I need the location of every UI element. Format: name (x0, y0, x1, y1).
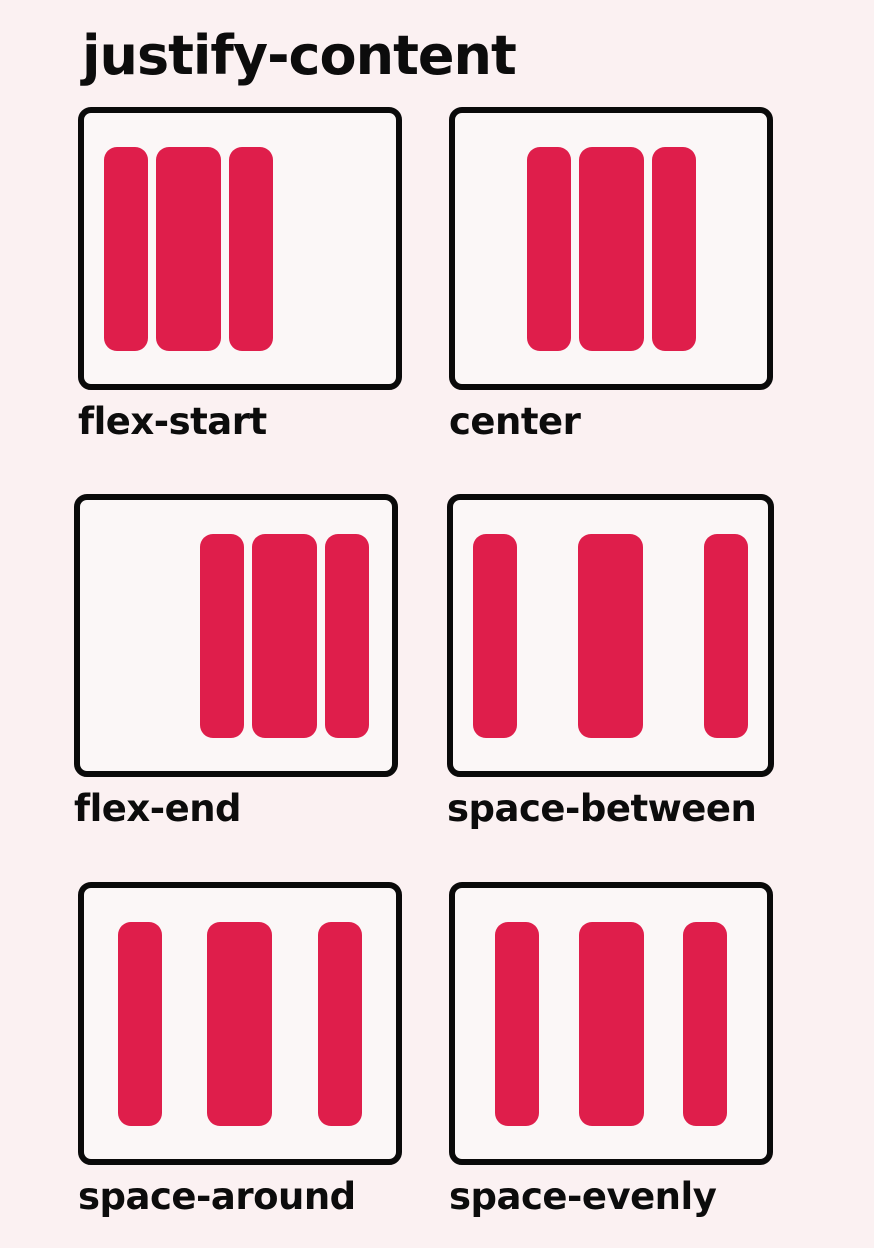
diagram-title: justify-content (82, 24, 517, 87)
flex-item-1 (104, 146, 148, 351)
flex-item-3 (704, 533, 748, 738)
center-label: center (449, 400, 581, 443)
space-evenly-label: space-evenly (449, 1175, 717, 1218)
flex-start-label: flex-start (78, 400, 267, 443)
flex-item-2 (156, 146, 221, 351)
flex-item-1 (473, 533, 517, 738)
flex-end-label: flex-end (74, 787, 242, 830)
flex-item-1 (526, 146, 571, 351)
flex-item-2 (207, 921, 273, 1126)
space-around-label: space-around (78, 1175, 356, 1218)
space-evenly-container (449, 882, 773, 1165)
flex-item-2 (252, 533, 317, 738)
space-between-label: space-between (447, 787, 757, 830)
flex-item-3 (325, 533, 369, 738)
flex-item-3 (318, 921, 363, 1126)
flex-item-2 (578, 533, 643, 738)
flex-item-2 (578, 146, 644, 351)
center-container (449, 107, 773, 390)
flex-item-3 (651, 146, 696, 351)
flex-item-1 (494, 921, 539, 1126)
flex-item-3 (683, 921, 728, 1126)
flex-item-1 (117, 921, 162, 1126)
space-between-container (447, 494, 774, 777)
space-around-container (78, 882, 402, 1165)
flex-start-container (78, 107, 402, 390)
flex-item-3 (229, 146, 273, 351)
flex-end-container (74, 494, 398, 777)
flex-item-2 (578, 921, 644, 1126)
flex-item-1 (200, 533, 244, 738)
